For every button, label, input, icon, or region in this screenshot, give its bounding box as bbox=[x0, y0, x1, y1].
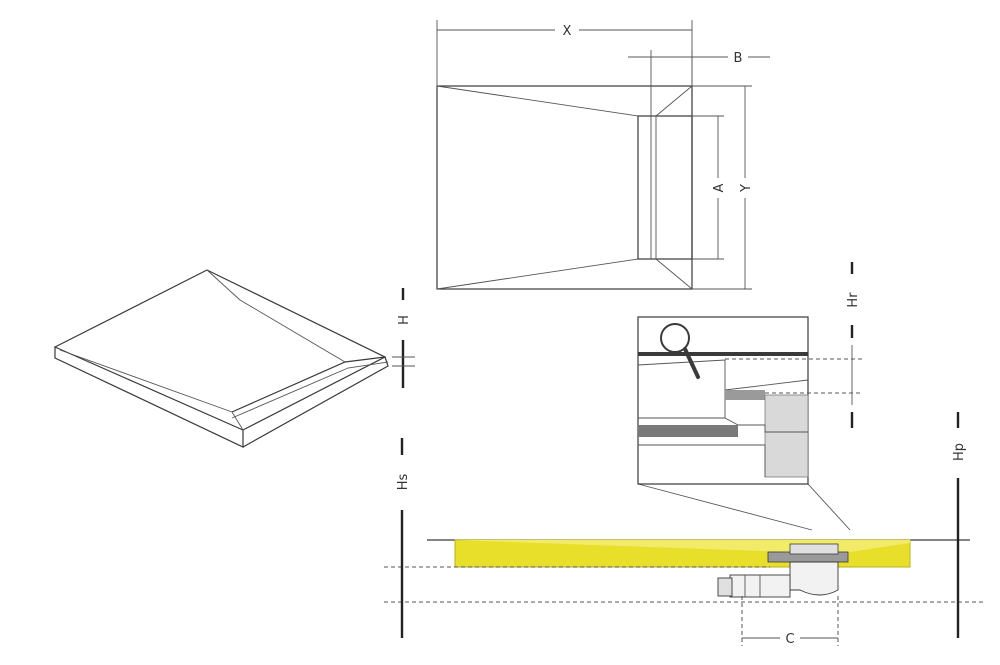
label-hr: Hr bbox=[846, 292, 861, 308]
isometric-view bbox=[53, 269, 389, 448]
plan-view bbox=[436, 85, 693, 290]
dimension-b: B bbox=[628, 48, 770, 116]
dimension-x: X bbox=[436, 20, 693, 86]
label-hp: Hp bbox=[952, 443, 967, 461]
label-x: X bbox=[563, 24, 572, 39]
label-h: H bbox=[397, 315, 412, 325]
dimension-hs: Hs bbox=[396, 438, 411, 638]
label-b: B bbox=[734, 51, 743, 66]
dimension-hr: Hr bbox=[725, 262, 862, 428]
label-a: A bbox=[712, 183, 727, 192]
dimension-y: Y bbox=[692, 85, 754, 290]
label-hs: Hs bbox=[396, 474, 411, 491]
dimension-a: A bbox=[692, 115, 727, 260]
dimension-h: H bbox=[392, 288, 415, 388]
detail-zoom-view bbox=[637, 316, 851, 531]
dimension-c: C bbox=[741, 596, 839, 647]
label-c: C bbox=[785, 632, 794, 647]
label-y: Y bbox=[739, 184, 754, 193]
dimension-hp: Hp bbox=[952, 412, 967, 638]
magnifier-icon bbox=[660, 323, 700, 379]
section-view bbox=[384, 539, 985, 603]
